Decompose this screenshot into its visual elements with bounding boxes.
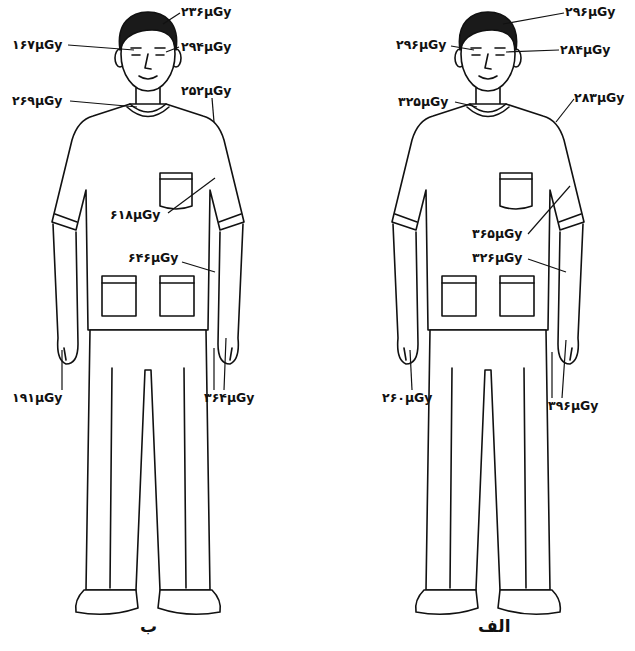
dose-label: ۲۵۲μGy [181, 83, 232, 99]
dose-label: ۳۲۵μGy [398, 94, 449, 110]
leader-lines [62, 13, 574, 398]
dose-label: ۳۲۶μGy [472, 250, 523, 266]
dose-label: ۲۸۳μGy [574, 90, 625, 106]
dose-label: ۶۱۸μGy [110, 207, 161, 223]
dose-label: ۱۶۷μGy [12, 37, 63, 53]
dose-label: ۱۹۱μGy [12, 390, 63, 406]
dose-label: ۲۹۴μGy [181, 39, 232, 55]
dose-label: ۲۶۰μGy [382, 390, 433, 406]
dose-label: ۲۶۹μGy [12, 93, 63, 109]
dose-label: ۳۶۴μGy [204, 390, 255, 406]
dose-label: ۲۹۶μGy [396, 37, 447, 53]
figure-caption: الف [478, 618, 510, 634]
dose-label: ۲۸۴μGy [560, 42, 611, 58]
dose-label: ۶۴۶μGy [128, 250, 179, 266]
figure-caption: ب [140, 618, 157, 634]
dose-label: ۳۹۶μGy [548, 398, 599, 414]
dose-label: ۲۳۶μGy [181, 4, 232, 20]
dose-label: ۲۹۶μGy [565, 4, 616, 20]
dose-label: ۳۶۵μGy [472, 226, 523, 242]
